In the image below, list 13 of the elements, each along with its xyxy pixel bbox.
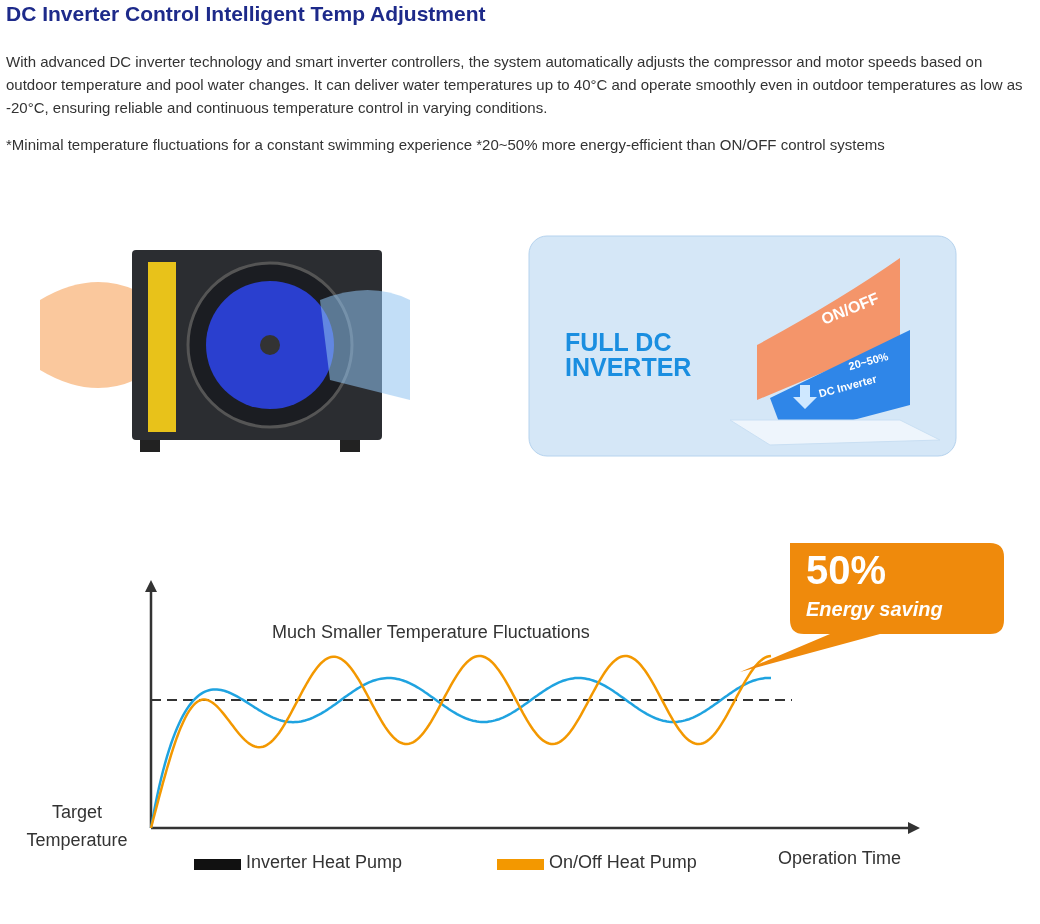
page-title: DC Inverter Control Intelligent Temp Adjustment [6, 2, 486, 26]
panel-heading: FULL DC INVERTER [565, 330, 693, 380]
legend-text: On/Off Heat Pump [549, 852, 697, 873]
footnote-text: *Minimal temperature fluctuations for a constant swimming experience *20~50% more energy-efficient than ON/OFF control systems [6, 136, 886, 153]
callout-value: 50% [806, 548, 887, 593]
panel-label: DC Inverter [817, 372, 878, 400]
axis-label: Operation Time [778, 848, 902, 869]
panel-label: 20~50% [847, 349, 890, 373]
callout-text: Energy saving [806, 598, 943, 621]
axis-label: Target Temperature [25, 801, 129, 852]
body-text: With advanced DC inverter technology and smart inverter controllers, the system automatically adjusts the compressor and motor speeds based on outdoor temperature and pool water changes. It can deliver water temperatures up to 40°C and operate smoothly even in outdoor temperatures as low as -20°C, ensuring reliable and continuous temperature control in varying conditions. [6, 52, 1024, 118]
chart-title: Much Smaller Temperature Fluctuations [272, 622, 590, 643]
legend-text: Inverter Heat Pump [246, 852, 403, 873]
